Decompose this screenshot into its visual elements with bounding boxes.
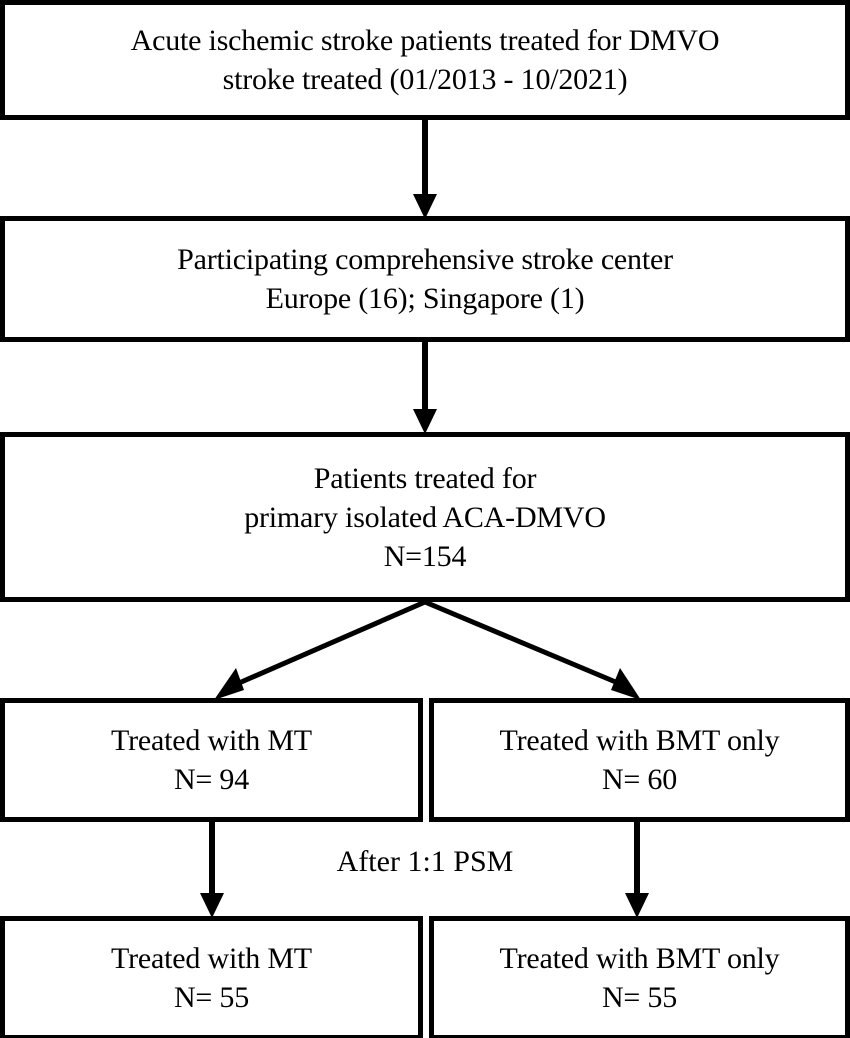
node-mt-before-matching: Treated with MT N= 94 [0, 698, 423, 822]
node-participating-centers: Participating comprehensive stroke cente… [0, 216, 850, 342]
edge-cohort-to-bmt-pre [424, 599, 641, 700]
node-bmt-pre-count: N= 60 [601, 763, 678, 796]
edge-cohort-to-mt-pre [214, 599, 426, 700]
node-source-line-2: stroke treated (01/2013 - 10/2021) [222, 63, 628, 96]
node-mt-post-count: N= 55 [173, 981, 250, 1014]
edge-centers-to-cohort [413, 342, 437, 434]
node-bmt-pre-label: Treated with BMT only [499, 724, 780, 757]
node-source-line-1: Acute ischemic stroke patients treated f… [130, 24, 720, 57]
node-cohort-line-2: primary isolated ACA-DMVO [244, 500, 606, 534]
node-bmt-post-label: Treated with BMT only [499, 942, 780, 975]
edge-mt-pre-to-mt-post [200, 822, 224, 918]
edge-source-to-centers [413, 120, 437, 219]
node-cohort-aca-dmvo: Patients treated for primary isolated AC… [0, 432, 850, 602]
node-source-population: Acute ischemic stroke patients treated f… [0, 0, 850, 120]
node-bmt-post-count: N= 55 [601, 981, 678, 1014]
node-mt-pre-label: Treated with MT [111, 724, 312, 757]
node-bmt-after-matching: Treated with BMT only N= 55 [429, 916, 850, 1038]
node-mt-pre-count: N= 94 [173, 763, 250, 796]
node-mt-post-label: Treated with MT [111, 942, 312, 975]
edge-bmt-pre-to-bmt-post [625, 822, 649, 918]
node-bmt-before-matching: Treated with BMT only N= 60 [429, 698, 850, 822]
node-centers-line-2: Europe (16); Singapore (1) [265, 282, 585, 315]
node-mt-after-matching: Treated with MT N= 55 [0, 916, 423, 1038]
node-cohort-count: N=154 [383, 539, 467, 573]
node-centers-line-1: Participating comprehensive stroke cente… [177, 243, 673, 276]
node-cohort-line-1: Patients treated for [313, 461, 537, 495]
